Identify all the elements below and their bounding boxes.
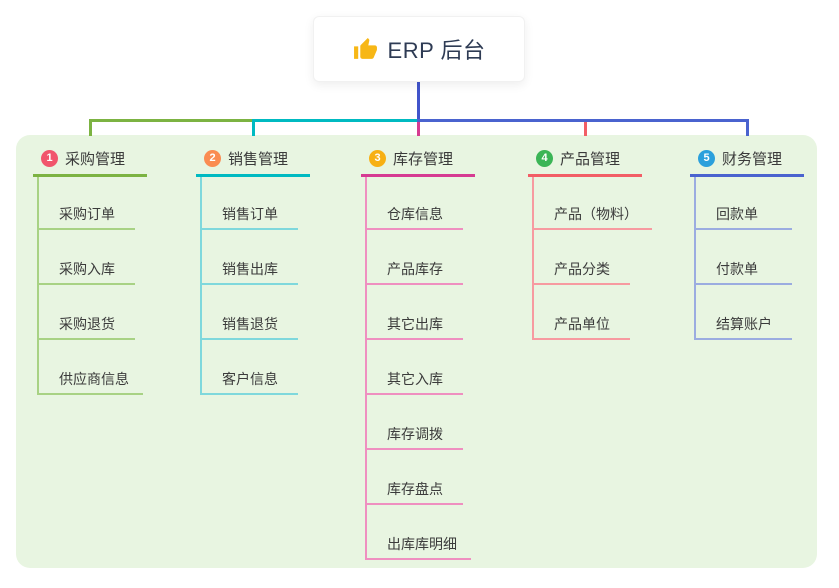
child-label: 结算账户 (696, 317, 792, 340)
connector-line (416, 122, 420, 136)
child-label: 销售订单 (202, 207, 298, 230)
child-node[interactable]: 库存盘点 (367, 450, 471, 505)
branch-children: 销售订单 销售出库 销售退货 客户信息 (200, 177, 298, 395)
child-label: 采购订单 (39, 207, 135, 230)
child-label: 采购退货 (39, 317, 135, 340)
thumbs-up-icon (353, 37, 377, 59)
branch-number-badge: 1 (41, 149, 58, 167)
branch-label: 库存管理 (393, 150, 454, 168)
child-node[interactable]: 其它入库 (367, 340, 471, 395)
child-node[interactable]: 其它出库 (367, 285, 471, 340)
child-node[interactable]: 销售出库 (202, 230, 298, 285)
branch-label: 财务管理 (722, 150, 783, 168)
connector-line (88, 119, 253, 122)
child-node[interactable]: 回款单 (696, 177, 792, 230)
child-node[interactable]: 采购入库 (39, 230, 143, 285)
connector-line (416, 119, 749, 122)
child-node[interactable]: 销售退货 (202, 285, 298, 340)
child-node[interactable]: 库存调拨 (367, 395, 471, 450)
connector-line (416, 82, 420, 121)
child-node[interactable]: 采购订单 (39, 177, 143, 230)
connector-line (583, 122, 587, 136)
child-node[interactable]: 采购退货 (39, 285, 143, 340)
branch-label: 产品管理 (560, 150, 621, 168)
child-label: 其它入库 (367, 372, 463, 395)
branch: 5 财务管理 回款单 付款单 结算账户 (690, 145, 804, 340)
branch-header[interactable]: 5 财务管理 (690, 145, 804, 177)
child-label: 库存调拨 (367, 427, 463, 450)
child-node[interactable]: 付款单 (696, 230, 792, 285)
child-label: 回款单 (696, 207, 792, 230)
root-node[interactable]: ERP 后台 (313, 16, 525, 82)
branch-children: 回款单 付款单 结算账户 (694, 177, 792, 340)
branch-label: 采购管理 (65, 150, 126, 168)
child-node[interactable]: 结算账户 (696, 285, 792, 340)
branch-header[interactable]: 1 采购管理 (33, 145, 147, 177)
branch-header[interactable]: 3 库存管理 (361, 145, 475, 177)
child-label: 供应商信息 (39, 372, 143, 395)
connector-line (251, 119, 255, 136)
child-node[interactable]: 产品单位 (534, 285, 652, 340)
child-label: 销售退货 (202, 317, 298, 340)
branches-panel (16, 135, 817, 568)
child-label: 销售出库 (202, 262, 298, 285)
root-title: ERP 后台 (387, 38, 486, 63)
child-label: 产品单位 (534, 317, 630, 340)
branch: 2 销售管理 销售订单 销售出库 销售退货 客户信息 (196, 145, 310, 395)
child-node[interactable]: 客户信息 (202, 340, 298, 395)
child-label: 产品（物料） (534, 207, 652, 230)
child-label: 库存盘点 (367, 482, 463, 505)
child-node[interactable]: 供应商信息 (39, 340, 143, 395)
branch-children: 仓库信息 产品库存 其它出库 其它入库 库存调拨 库存盘点 出库库明细 (365, 177, 471, 560)
branch-header[interactable]: 2 销售管理 (196, 145, 310, 177)
connector-line (745, 119, 749, 136)
branch: 4 产品管理 产品（物料） 产品分类 产品单位 (528, 145, 652, 340)
child-node[interactable]: 产品库存 (367, 230, 471, 285)
branch-number-badge: 2 (204, 149, 221, 167)
branch-number-badge: 3 (369, 149, 386, 167)
child-label: 产品分类 (534, 262, 630, 285)
child-node[interactable]: 产品（物料） (534, 177, 652, 230)
child-node[interactable]: 仓库信息 (367, 177, 471, 230)
child-label: 采购入库 (39, 262, 135, 285)
child-label: 客户信息 (202, 372, 298, 395)
child-label: 付款单 (696, 262, 792, 285)
child-node[interactable]: 产品分类 (534, 230, 652, 285)
branch: 1 采购管理 采购订单 采购入库 采购退货 供应商信息 (33, 145, 147, 395)
branch-number-badge: 5 (698, 149, 715, 167)
branch-children: 产品（物料） 产品分类 产品单位 (532, 177, 652, 340)
branch: 3 库存管理 仓库信息 产品库存 其它出库 其它入库 库存调拨 库存盘点 出库库… (361, 145, 475, 560)
child-node[interactable]: 销售订单 (202, 177, 298, 230)
branch-number-badge: 4 (536, 149, 553, 167)
child-label: 其它出库 (367, 317, 463, 340)
child-node[interactable]: 出库库明细 (367, 505, 471, 560)
connector-line (88, 119, 92, 136)
branch-header[interactable]: 4 产品管理 (528, 145, 642, 177)
child-label: 仓库信息 (367, 207, 463, 230)
child-label: 产品库存 (367, 262, 463, 285)
branch-label: 销售管理 (228, 150, 289, 168)
connector-line (251, 119, 418, 122)
branch-children: 采购订单 采购入库 采购退货 供应商信息 (37, 177, 143, 395)
child-label: 出库库明细 (367, 537, 471, 560)
